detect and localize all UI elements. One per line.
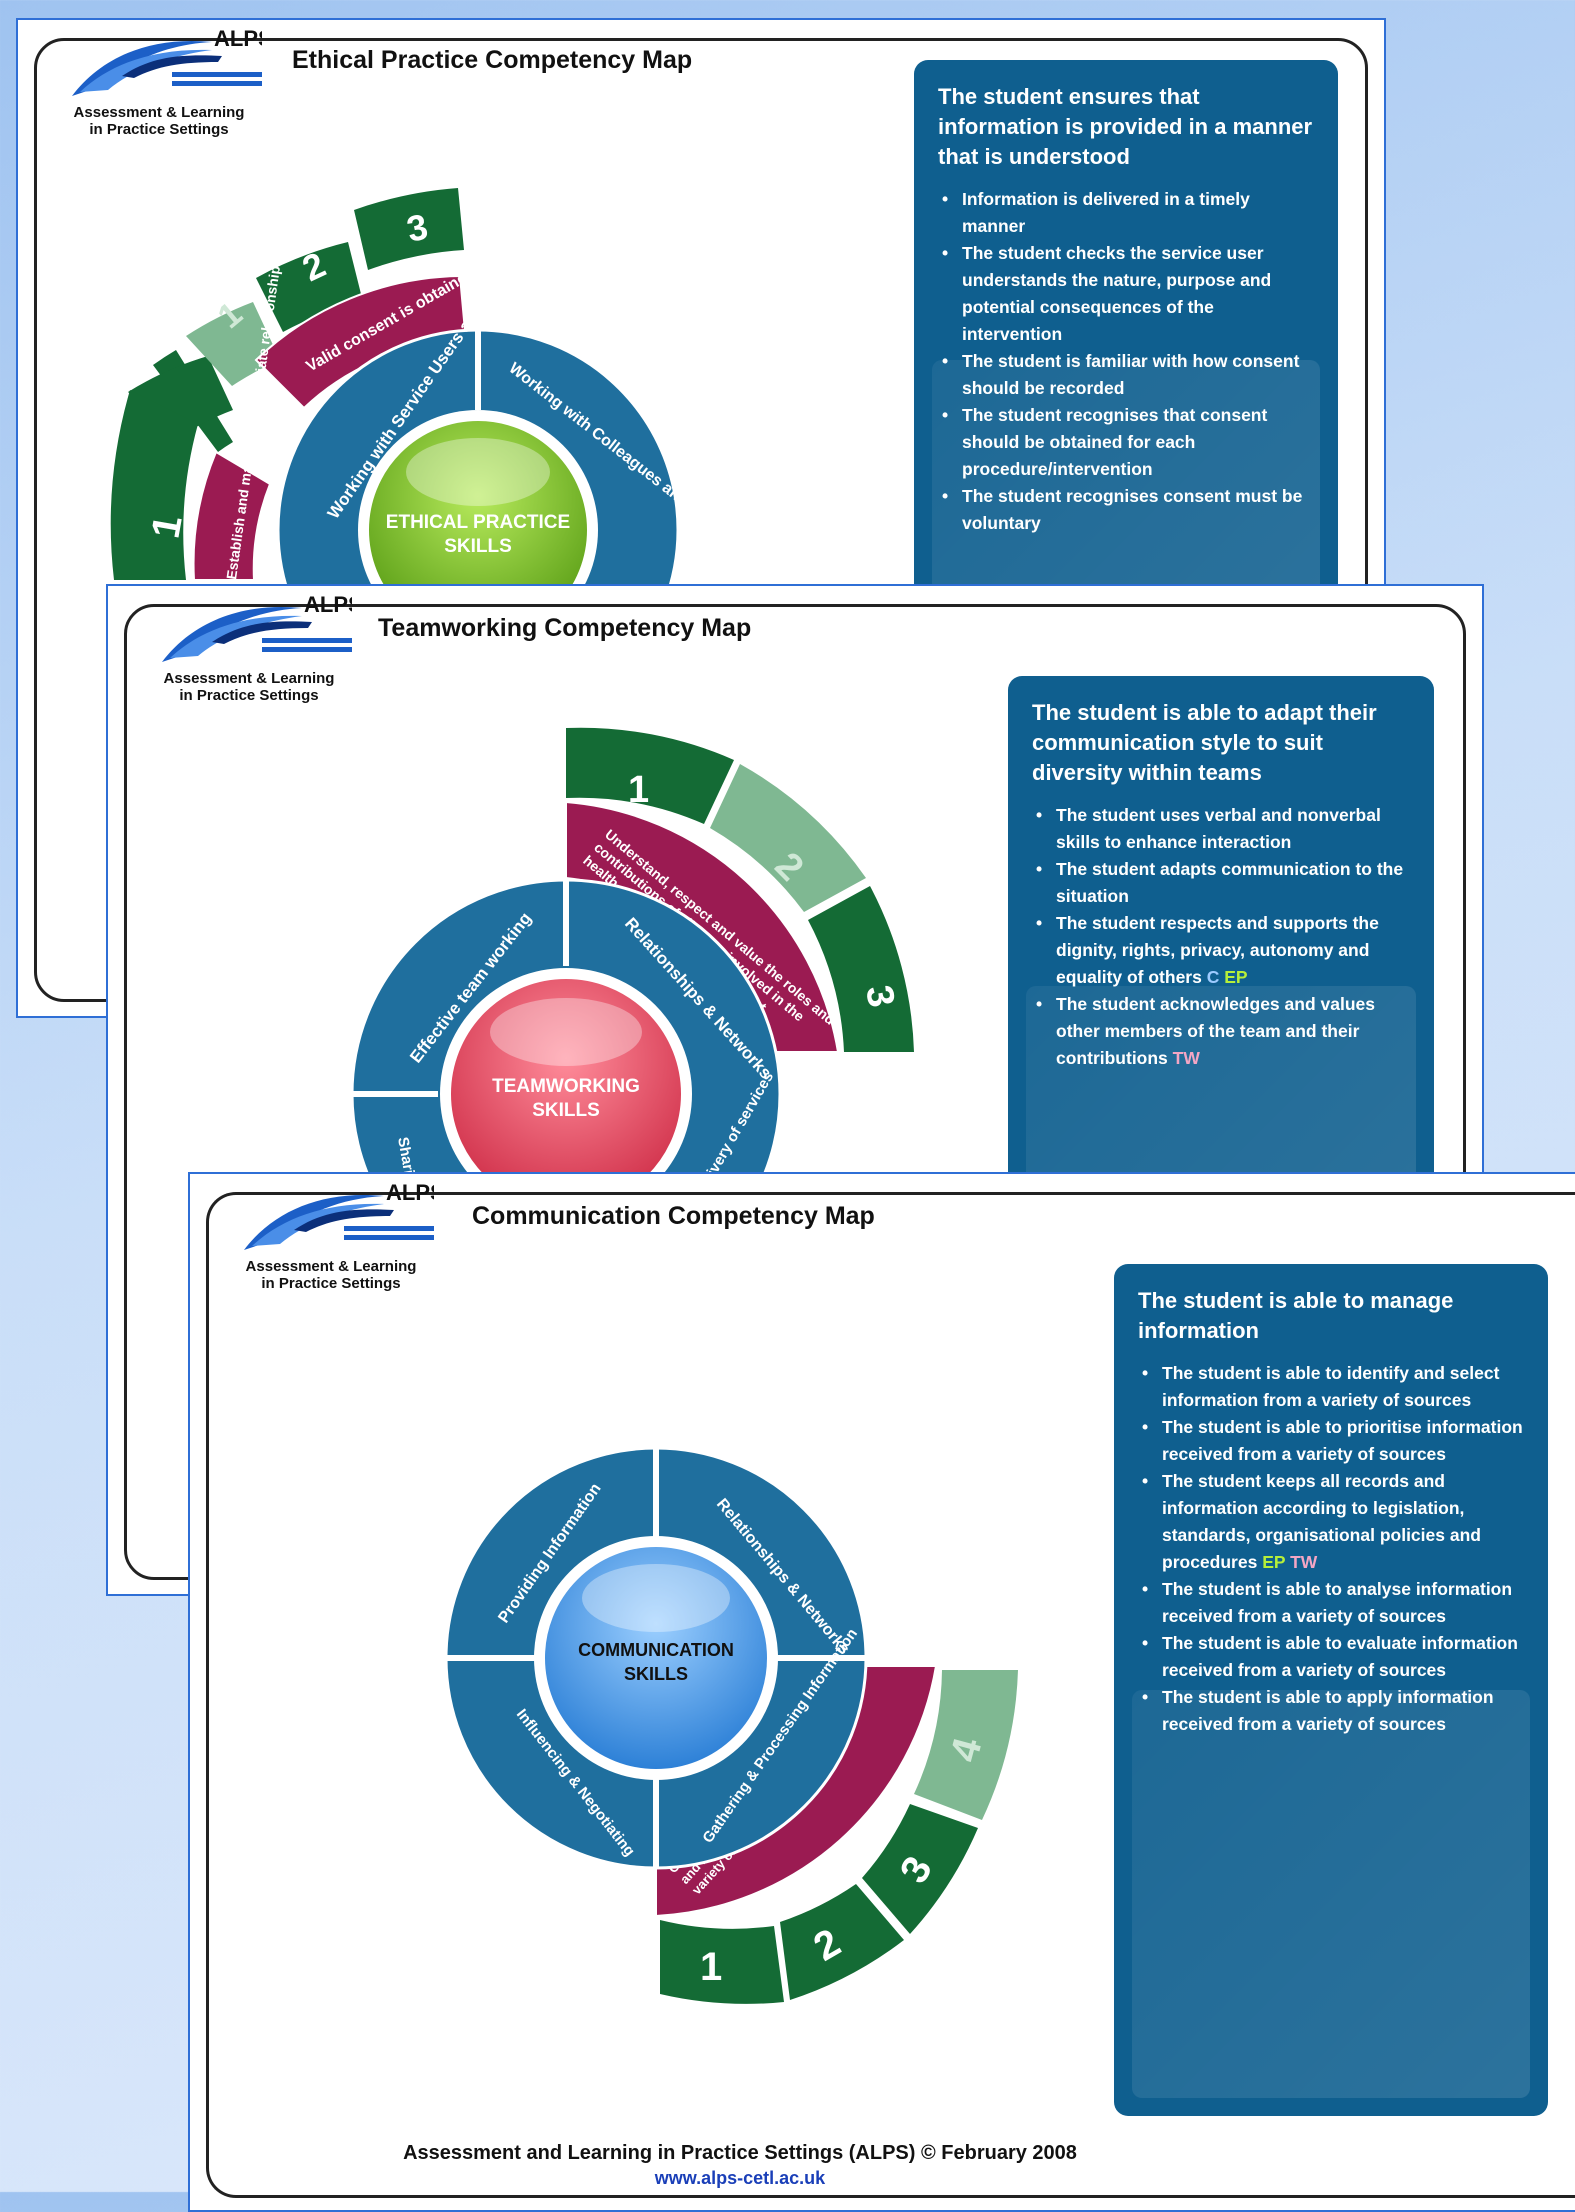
footer-url[interactable]: www.alps-cetl.ac.uk: [654, 2168, 826, 2188]
level-segment: [780, 1884, 904, 2000]
outer-segment-consent: [254, 274, 468, 410]
panel-bullet: The student recognises consent must be v…: [938, 483, 1314, 537]
slide-title: Communication Competency Map: [466, 1202, 881, 1231]
svg-text:ETHICAL PRACTICE: ETHICAL PRACTICE: [386, 512, 570, 533]
panel-bullets: Information is delivered in a timely man…: [938, 186, 1314, 537]
level-segment: [566, 727, 734, 824]
level-segment: [808, 886, 914, 1052]
level-segment: [710, 764, 866, 912]
logo-caption: Assessment & Learning in Practice Settin…: [64, 104, 254, 138]
panel-bullets: The student uses verbal and nonverbal sk…: [1032, 802, 1410, 1072]
panel-bullet: The student adapts communication to the …: [1032, 856, 1410, 910]
panel-bullets: The student is able to identify and sele…: [1138, 1360, 1524, 1738]
panel-bullet: The student is able to evaluate informat…: [1138, 1630, 1524, 1684]
alps-logo: ALPS Assessment & Learning in Practice S…: [152, 592, 412, 712]
slide-title: Teamworking Competency Map: [372, 614, 758, 643]
panel-bullet: The student is able to prioritise inform…: [1138, 1414, 1524, 1468]
svg-text:SKILLS: SKILLS: [624, 1664, 688, 1684]
alps-logo: ALPS Assessment & Learning in Practice S…: [234, 1180, 494, 1300]
logo-caption: Assessment & Learning in Practice Settin…: [236, 1258, 426, 1292]
panel-bullet: The student respects and supports the di…: [1032, 910, 1410, 991]
panel-bullet: The student acknowledges and values othe…: [1032, 991, 1410, 1072]
panel-bullet: The student is able to apply information…: [1138, 1684, 1524, 1738]
logo-line1: Assessment & Learning: [245, 1258, 417, 1275]
slide-title: Ethical Practice Competency Map: [286, 46, 699, 75]
panel-bullet: The student checks the service user unde…: [938, 240, 1314, 348]
level-segment: [354, 188, 464, 270]
panel-bullet: The student recognises that consent shou…: [938, 402, 1314, 483]
tag-tw: TW: [1290, 1552, 1318, 1572]
centre-circle: [539, 1541, 773, 1775]
footer-copyright: Assessment and Learning in Practice Sett…: [403, 2142, 1077, 2164]
communication-diagram: 1 2 3 4 Gather, interpret, synthesise, a…: [444, 1446, 1018, 2004]
tag-ep: EP: [1262, 1552, 1286, 1572]
outer-segment-relationships: [192, 450, 272, 581]
panel-bullet: Information is delivered in a timely man…: [938, 186, 1314, 240]
panel-heading: The student ensures that information is …: [938, 84, 1313, 169]
svg-text:1: 1: [628, 769, 649, 811]
level-segment: [660, 1920, 784, 2004]
info-panel: The student is able to manage informatio…: [1114, 1264, 1548, 2116]
level-segment: [862, 1804, 978, 1934]
level-segment: [914, 1670, 1018, 1820]
alps-swoosh-icon: ALPS: [244, 1180, 445, 1250]
tag-ep: EP: [1224, 967, 1248, 987]
panel-bullet: The student is able to identify and sele…: [1138, 1360, 1524, 1414]
level-segment: [186, 302, 280, 386]
logo-line2: in Practice Settings: [179, 687, 319, 704]
logo-line1: Assessment & Learning: [73, 104, 245, 121]
panel-heading: The student is able to adapt their commu…: [1032, 700, 1377, 785]
alps-logo: ALPS Assessment & Learning in Practice S…: [62, 26, 322, 146]
logo-line2: in Practice Settings: [261, 1275, 401, 1292]
panel-bullet: The student is able to analyse informati…: [1138, 1576, 1524, 1630]
level-segment: [110, 390, 198, 580]
logo-caption: Assessment & Learning in Practice Settin…: [154, 670, 344, 704]
panel-heading: The student is able to manage informatio…: [1138, 1288, 1454, 1343]
panel-bullet: The student is familiar with how consent…: [938, 348, 1314, 402]
tag-tw: TW: [1172, 1048, 1200, 1068]
svg-text:COMMUNICATION: COMMUNICATION: [578, 1640, 734, 1660]
svg-text:SKILLS: SKILLS: [532, 1100, 600, 1121]
svg-text:SKILLS: SKILLS: [444, 536, 512, 557]
logo-line1: Assessment & Learning: [163, 670, 335, 687]
logo-line2: in Practice Settings: [89, 121, 229, 138]
communication-slide: ALPS Assessment & Learning in Practice S…: [188, 1172, 1575, 2212]
info-panel: The student ensures that information is …: [914, 60, 1338, 660]
panel-bullet: The student uses verbal and nonverbal sk…: [1032, 802, 1410, 856]
svg-text:1: 1: [700, 1945, 722, 1989]
panel-bullet: The student keeps all records and inform…: [1138, 1468, 1524, 1576]
svg-text:TEAMWORKING: TEAMWORKING: [492, 1076, 640, 1097]
level-segment: [256, 242, 363, 332]
level-segment: [128, 356, 233, 438]
tag-c: C: [1206, 967, 1220, 987]
